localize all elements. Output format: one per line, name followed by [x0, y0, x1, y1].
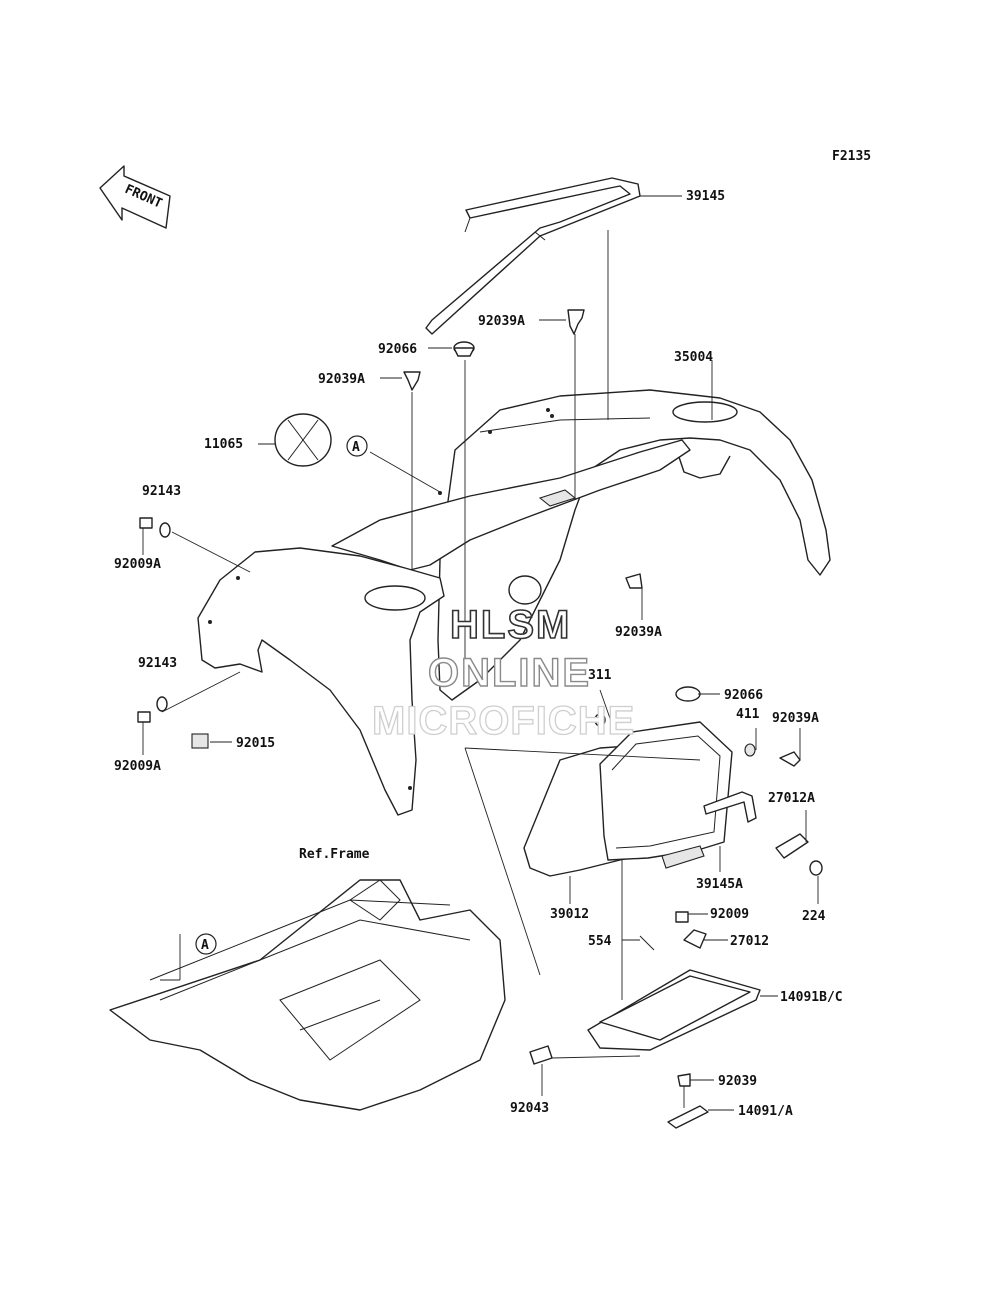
bolt-92009A-top[interactable]: [139, 517, 153, 529]
watermark-line3: MICROFICHE: [372, 699, 635, 743]
washer-411[interactable]: [744, 743, 756, 757]
part-label-92066[interactable]: 92066: [378, 342, 417, 357]
latch-27012A[interactable]: [775, 833, 809, 859]
section-ref-a-lower: A: [195, 933, 217, 955]
part-label-14091BC[interactable]: 14091B/C: [780, 990, 843, 1005]
figure-code: F2135: [832, 149, 871, 164]
clip-92039[interactable]: [677, 1073, 691, 1087]
part-label-92143[interactable]: 92143: [138, 656, 177, 671]
storage-box-39012[interactable]: [523, 721, 733, 877]
part-label-11065[interactable]: 11065: [204, 437, 243, 452]
center-panel[interactable]: [331, 439, 691, 605]
part-label-14091A[interactable]: 14091/A: [738, 1104, 793, 1119]
clip-92039A-top[interactable]: [567, 309, 585, 335]
part-label-39145A[interactable]: 39145A: [696, 877, 743, 892]
pin-92043[interactable]: [529, 1045, 553, 1065]
part-label-92015[interactable]: 92015: [236, 736, 275, 751]
svg-text:A: A: [201, 938, 209, 953]
bolt-92009A-bottom[interactable]: [137, 711, 151, 723]
bolt-92009[interactable]: [675, 911, 689, 923]
handle-39145A[interactable]: [661, 791, 757, 869]
part-label-92039A[interactable]: 92039A: [318, 372, 365, 387]
part-label-39012[interactable]: 39012: [550, 907, 589, 922]
part-label-92039[interactable]: 92039: [718, 1074, 757, 1089]
part-label-224[interactable]: 224: [802, 909, 826, 924]
clip-92039A-left[interactable]: [403, 371, 421, 391]
cap-92066-right[interactable]: [675, 686, 701, 702]
part-label-92039A[interactable]: 92039A: [478, 314, 525, 329]
pin-554[interactable]: [639, 935, 655, 951]
part-label-92009A[interactable]: 92009A: [114, 557, 161, 572]
hinge-14091A[interactable]: [667, 1105, 709, 1129]
part-label-92009A[interactable]: 92009A: [114, 759, 161, 774]
part-label-27012A[interactable]: 27012A: [768, 791, 815, 806]
part-label-92039A[interactable]: 92039A: [772, 711, 819, 726]
part-label-39145[interactable]: 39145: [686, 189, 725, 204]
rail-39145[interactable]: [425, 177, 641, 335]
frame-reference: [109, 879, 506, 1111]
part-label-554[interactable]: 554: [588, 934, 612, 949]
front-fender[interactable]: [197, 547, 445, 816]
section-ref-a-upper: A: [346, 435, 368, 457]
washer-92143-bottom[interactable]: [156, 696, 168, 712]
part-label-92066[interactable]: 92066: [724, 688, 763, 703]
part-label-411[interactable]: 411: [736, 707, 760, 722]
part-label-92043[interactable]: 92043: [510, 1101, 549, 1116]
ref-frame-label: Ref.Frame: [299, 847, 370, 862]
watermark-line2: ONLINE: [428, 651, 591, 695]
watermark: HLSM ONLINE MICROFICHE: [371, 602, 635, 743]
part-label-92039A[interactable]: 92039A: [615, 625, 662, 640]
cap-92066-top[interactable]: [453, 341, 475, 357]
washer-92143-top[interactable]: [159, 522, 171, 538]
part-label-311[interactable]: 311: [588, 668, 612, 683]
screw-224[interactable]: [809, 860, 823, 876]
part-labels: 39145 92039A 92066 92039A 35004 11065 92…: [114, 189, 843, 1119]
clip-92039A-right[interactable]: [779, 751, 801, 767]
latch-27012[interactable]: [683, 929, 707, 949]
svg-text:A: A: [352, 440, 360, 455]
part-label-92009[interactable]: 92009: [710, 907, 749, 922]
part-label-27012[interactable]: 27012: [730, 934, 769, 949]
nut-92015[interactable]: [191, 733, 209, 749]
clip-92039A-mid[interactable]: [625, 573, 643, 589]
watermark-line1: HLSM: [450, 603, 571, 647]
front-direction-arrow: FRONT: [99, 165, 171, 229]
nut-311[interactable]: [594, 713, 606, 727]
part-label-35004[interactable]: 35004: [674, 350, 713, 365]
cap-11065[interactable]: [274, 413, 332, 467]
lid-14091BC[interactable]: [587, 969, 761, 1051]
rear-fender-35004[interactable]: [437, 389, 831, 701]
part-label-92143[interactable]: 92143: [142, 484, 181, 499]
leader-lines: [142, 195, 819, 1111]
